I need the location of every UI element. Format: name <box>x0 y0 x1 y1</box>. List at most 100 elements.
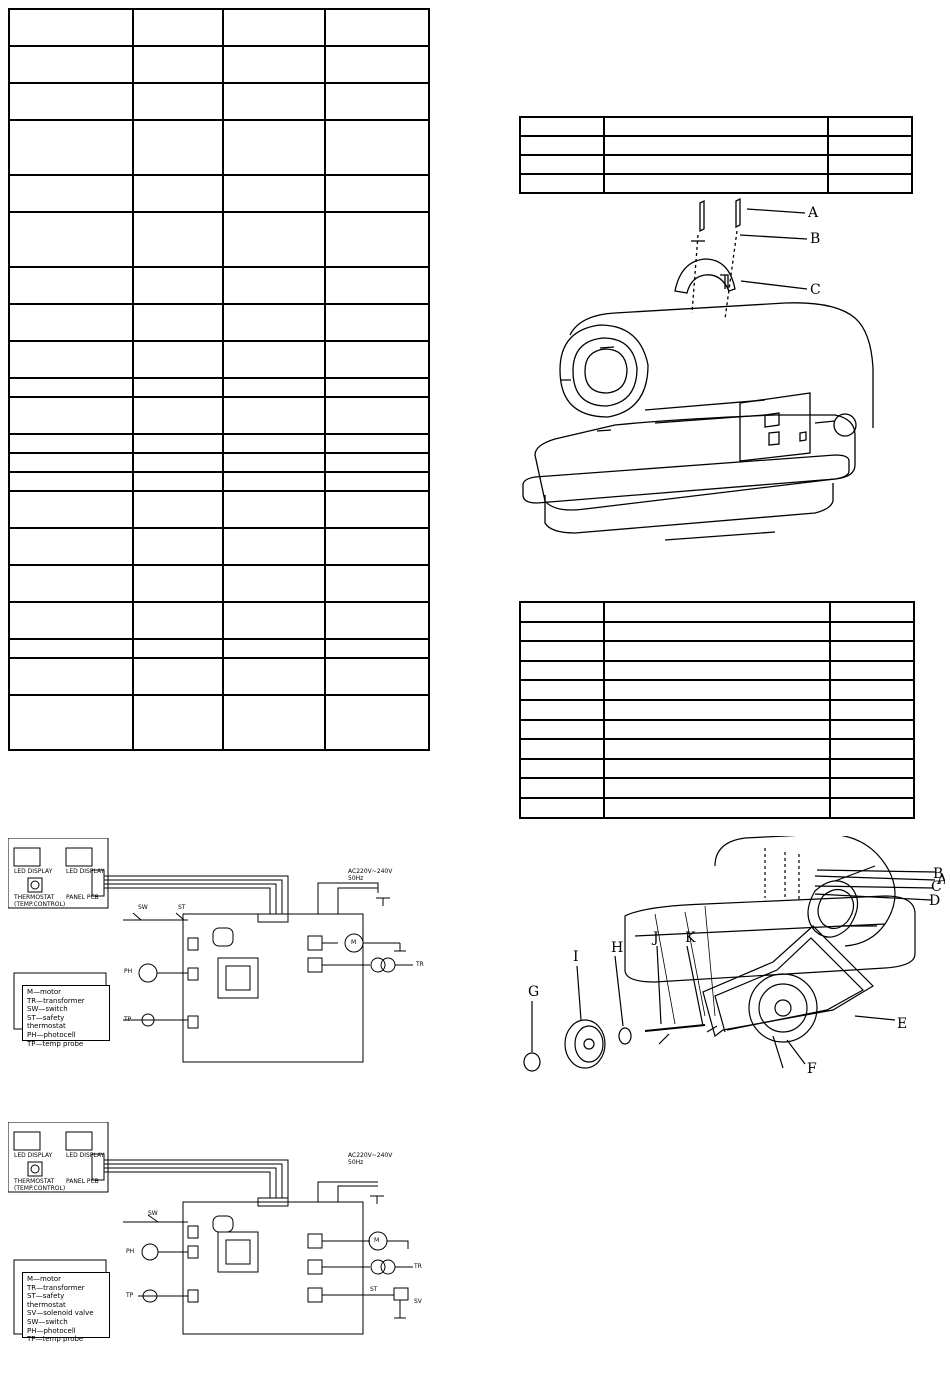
table-cell <box>132 119 224 176</box>
legend-item: SW—switch <box>27 1317 68 1326</box>
table-cell <box>132 564 224 603</box>
table-cell <box>221 119 327 176</box>
table-row <box>7 340 430 379</box>
table-cell <box>7 433 135 454</box>
table-cell <box>221 8 327 47</box>
table-cell <box>324 657 430 696</box>
legend-item: PH—photocell <box>27 1326 76 1335</box>
table-cell <box>828 757 916 780</box>
table-row <box>518 135 914 156</box>
table-row <box>7 119 430 176</box>
transformer-label: TR <box>414 1263 422 1270</box>
legend-item: SW—switch <box>27 1005 68 1014</box>
motor-label: M <box>351 939 357 946</box>
wiring-diagram-2-lines <box>8 1122 413 1335</box>
table-cell <box>603 154 829 175</box>
table-row <box>518 640 916 662</box>
table-cell <box>7 303 135 342</box>
callout-c: C <box>810 282 821 298</box>
table-cell <box>132 471 224 492</box>
table-row <box>7 266 430 305</box>
table-cell <box>132 657 224 696</box>
legend-item: TR—transformer <box>27 1283 85 1292</box>
callout-h: H <box>611 940 623 956</box>
led-display-label-right: LED DISPLAY <box>66 868 105 875</box>
legend-item: M—motor <box>27 988 62 996</box>
table-cell <box>221 657 327 696</box>
table-cell <box>324 377 430 398</box>
callout-c: C <box>931 879 942 895</box>
power-label: AC220V~240V 50Hz <box>348 1152 393 1166</box>
table-cell <box>221 601 327 640</box>
table-cell <box>828 777 916 799</box>
table-cell <box>221 433 327 454</box>
table-row <box>7 694 430 751</box>
table-cell <box>518 640 606 662</box>
table-cell <box>324 452 430 473</box>
table-cell <box>7 45 135 84</box>
callout-k: K <box>685 930 696 946</box>
st-label: ST <box>178 904 186 911</box>
ph-label: PH <box>126 1248 135 1255</box>
st-label: ST <box>370 1286 378 1293</box>
table-cell <box>7 490 135 529</box>
wiring-legend-1: M—motor TR—transformer SW—switch ST—safe… <box>22 985 110 1048</box>
table-cell <box>603 757 831 780</box>
table-row <box>7 490 430 529</box>
table-row <box>518 796 916 819</box>
table-cell <box>221 340 327 379</box>
table-cell <box>221 82 327 121</box>
table-row <box>7 527 430 566</box>
table-cell <box>132 211 224 268</box>
table-cell <box>828 698 916 721</box>
table-cell <box>826 154 914 175</box>
table-cell <box>518 718 606 741</box>
table-cell <box>132 45 224 84</box>
table-cell <box>324 266 430 305</box>
table-cell <box>603 777 831 799</box>
callout-j: J <box>651 930 659 946</box>
table-cell <box>7 452 135 473</box>
table-cell <box>132 82 224 121</box>
table-cell <box>603 173 829 194</box>
table-row <box>518 173 914 194</box>
table-cell <box>828 601 916 623</box>
table-row <box>7 564 430 603</box>
table-cell <box>132 638 224 659</box>
table-cell <box>518 738 606 760</box>
wiring-legend-2: M—motor TR—transformer ST—safety thermos… <box>22 1272 110 1343</box>
callout-b-label: B <box>933 866 943 882</box>
table-row <box>7 396 430 435</box>
motor-label: M <box>374 1237 380 1244</box>
table-row <box>7 377 430 398</box>
table-row <box>518 738 916 760</box>
table-cell <box>132 396 224 435</box>
table-cell <box>828 620 916 643</box>
power-label: AC220V~240V 50Hz <box>348 868 393 882</box>
table-cell <box>324 433 430 454</box>
table-cell <box>518 659 606 682</box>
table-cell <box>324 527 430 566</box>
table-cell <box>7 377 135 398</box>
parts-table-bottom <box>518 601 916 819</box>
table-cell <box>518 620 606 643</box>
table-cell <box>324 45 430 84</box>
table-cell <box>221 527 327 566</box>
callout-a: A <box>936 872 945 888</box>
table-cell <box>324 694 430 751</box>
table-row <box>518 116 914 137</box>
table-cell <box>518 757 606 780</box>
table-row <box>518 659 916 682</box>
table-cell <box>603 116 829 137</box>
table-cell <box>518 698 606 721</box>
table-cell <box>7 174 135 213</box>
table-cell <box>603 620 831 643</box>
callout-b: B <box>810 231 820 247</box>
table-cell <box>603 640 831 662</box>
table-cell <box>826 173 914 194</box>
table-cell <box>7 396 135 435</box>
table-cell <box>826 116 914 137</box>
table-cell <box>324 601 430 640</box>
panel-pcb-label: PANEL PCB <box>66 1178 99 1185</box>
table-cell <box>7 657 135 696</box>
